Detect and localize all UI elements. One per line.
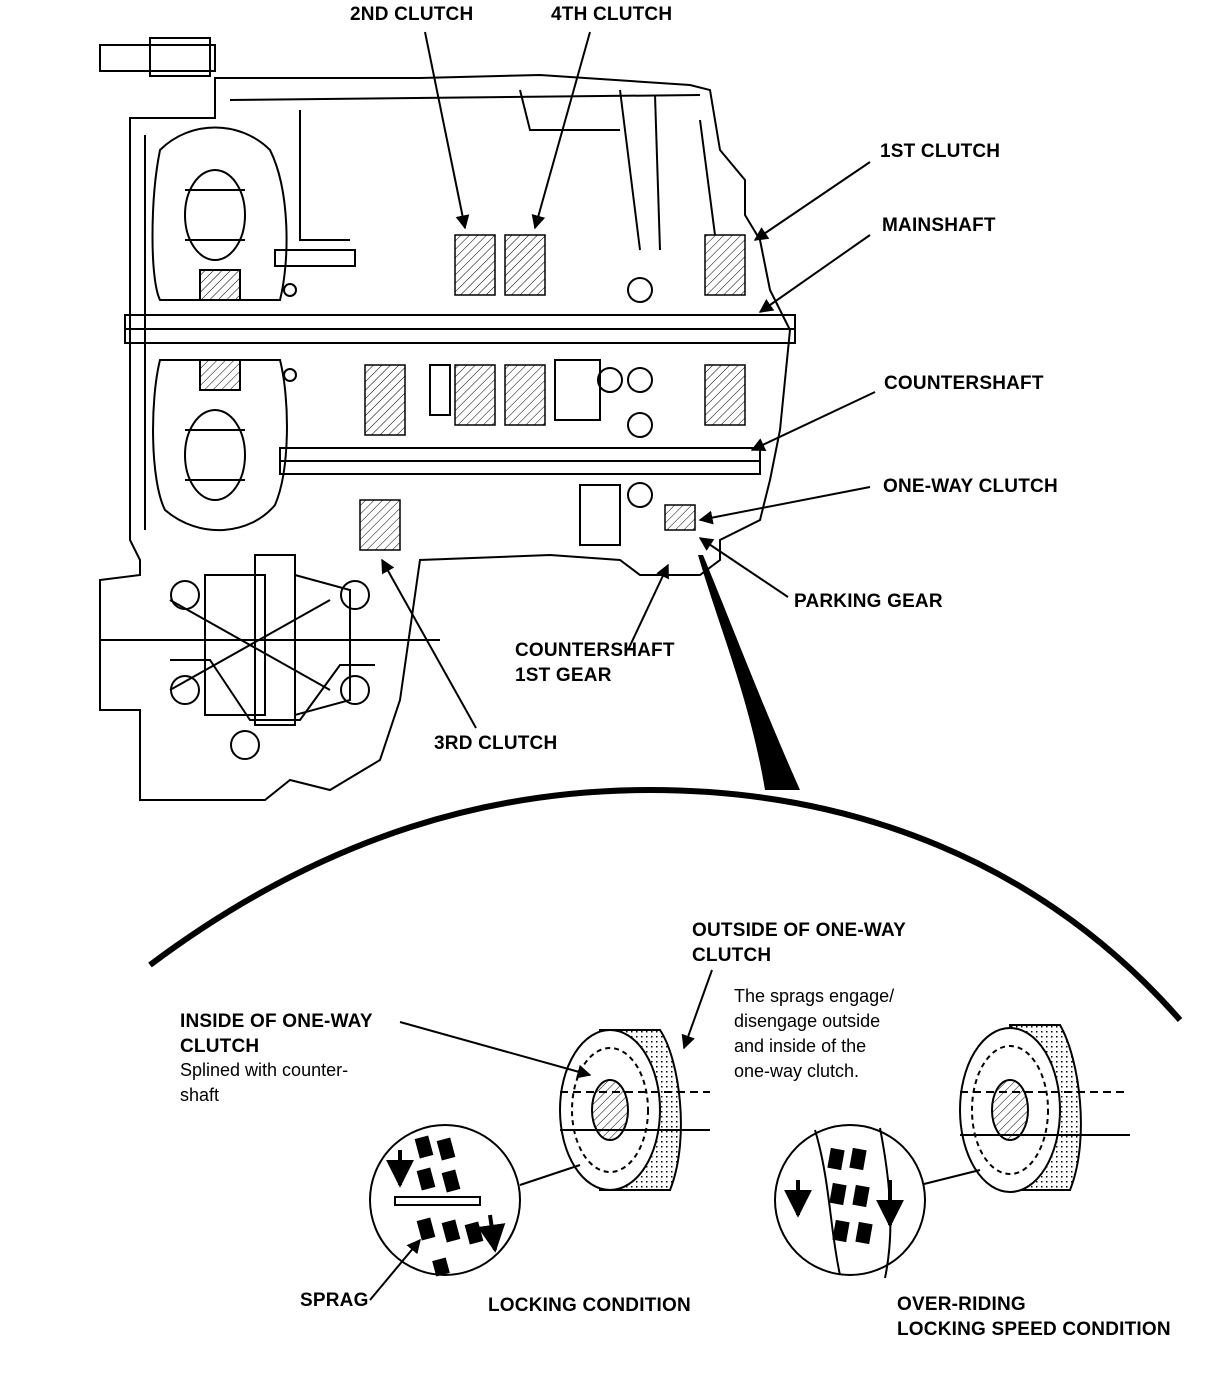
clutch-packs [359, 234, 746, 551]
label-countershaft-1st-gear: COUNTERSHAFT 1ST GEAR [515, 640, 675, 686]
label-mainshaft: MAINSHAFT [882, 215, 996, 236]
gears-and-bearings [170, 277, 653, 760]
detail-leader-lines [369, 969, 713, 1301]
label-1st-clutch: 1ST CLUTCH [880, 141, 1001, 162]
label-parking-gear: PARKING GEAR [794, 591, 943, 612]
label-3rd-clutch: 3RD CLUTCH [434, 733, 558, 754]
transmission-housing [99, 37, 792, 801]
label-countershaft: COUNTERSHAFT [884, 373, 1044, 394]
sprag-magnifier-overriding [774, 1124, 926, 1279]
label-inside-one-way-clutch: INSIDE OF ONE-WAY CLUTCH [180, 1011, 373, 1057]
label-over-riding: OVER-RIDING LOCKING SPEED CONDITION [897, 1294, 1171, 1340]
one-way-clutch-locking [519, 1029, 710, 1191]
note-sprags-engage: The sprags engage/ disengage outside and… [734, 986, 895, 1081]
one-way-clutch-overriding [919, 1024, 1130, 1193]
torque-converter [151, 126, 288, 531]
detail-callout-arc [148, 786, 1183, 1022]
label-2nd-clutch: 2ND CLUTCH [350, 4, 474, 25]
differential [100, 554, 440, 726]
label-4th-clutch: 4TH CLUTCH [551, 4, 673, 25]
detail-callout-wedge [698, 555, 800, 790]
label-one-way-clutch: ONE-WAY CLUTCH [883, 476, 1058, 497]
label-sprag: SPRAG [300, 1290, 369, 1311]
leader-lines [381, 31, 876, 729]
note-splined: Splined with counter- shaft [180, 1060, 349, 1105]
label-outside-one-way-clutch: OUTSIDE OF ONE-WAY CLUTCH [692, 920, 907, 966]
shafts [124, 249, 796, 475]
label-locking-condition: LOCKING CONDITION [488, 1295, 691, 1316]
sprag-magnifier-locking [369, 1124, 521, 1277]
